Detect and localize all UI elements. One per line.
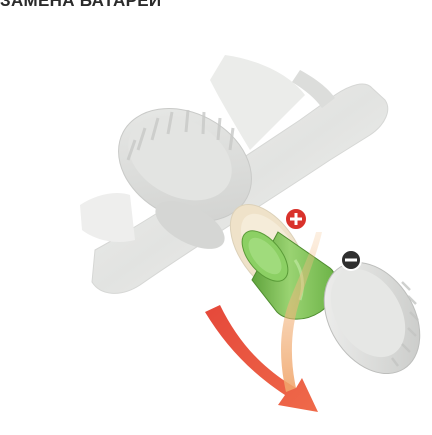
minus-marker bbox=[341, 250, 361, 270]
plus-marker bbox=[285, 208, 307, 230]
